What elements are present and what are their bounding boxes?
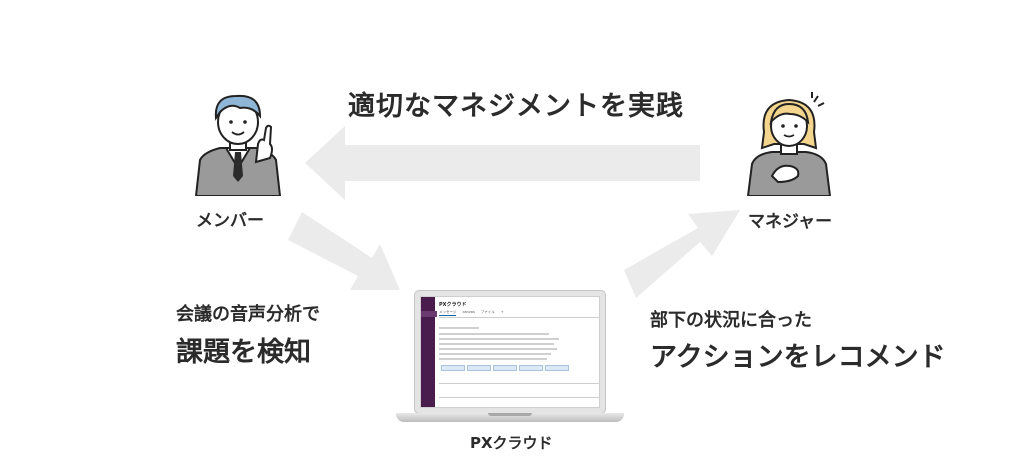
left-caption-line1: 会議の音声分析で [176, 304, 320, 325]
app-message-line [439, 343, 554, 345]
laptop-screen: PXクラウド メッセージ canvas ファイル + [420, 296, 600, 408]
right-caption-line1: 部下の状況に合った [650, 310, 812, 331]
app-message-line [439, 353, 551, 355]
app-sidebar [421, 297, 437, 407]
app-tab[interactable]: メッセージ [439, 310, 457, 316]
app-title: PXクラウド [439, 302, 467, 308]
arrow-laptop-to-manager [624, 210, 740, 298]
laptop: PXクラウド メッセージ canvas ファイル + [414, 290, 606, 414]
woman-hand-on-chest-icon [746, 92, 832, 196]
app-tab[interactable]: + [500, 310, 504, 314]
app-sidebar-tag [421, 311, 437, 317]
laptop-base [396, 413, 624, 422]
arrow-member-to-laptop [288, 212, 400, 290]
left-caption-line2: 課題を検知 [176, 337, 311, 368]
app-action-chip[interactable] [519, 365, 543, 371]
man-in-suit-pointing-icon [194, 94, 282, 196]
app-divider [439, 317, 599, 318]
manager-label: マネジャー [748, 212, 833, 232]
app-message-line [439, 358, 547, 360]
app-action-chip[interactable] [493, 365, 517, 371]
app-input-box[interactable] [439, 383, 599, 384]
laptop-label: PXクラウド [470, 434, 553, 452]
app-message-line [439, 348, 557, 350]
app-tab[interactable]: ファイル [480, 310, 495, 314]
diagram-title: 適切なマネジメントを実践 [348, 91, 684, 122]
member-label: メンバー [196, 211, 264, 231]
app-message-line [439, 338, 559, 340]
app-message-line [439, 327, 479, 329]
app-action-chip[interactable] [545, 365, 569, 371]
right-caption-line2: アクションをレコメンド [650, 342, 946, 373]
app-toolbar [439, 397, 599, 398]
arrow-manager-to-member [305, 126, 700, 200]
app-tabs: メッセージ canvas ファイル + [439, 310, 504, 316]
app-action-chip[interactable] [441, 365, 465, 371]
app-tab[interactable]: canvas [462, 310, 475, 314]
app-action-chip[interactable] [467, 365, 491, 371]
app-message-line [439, 333, 549, 335]
laptop-notch [488, 413, 532, 416]
